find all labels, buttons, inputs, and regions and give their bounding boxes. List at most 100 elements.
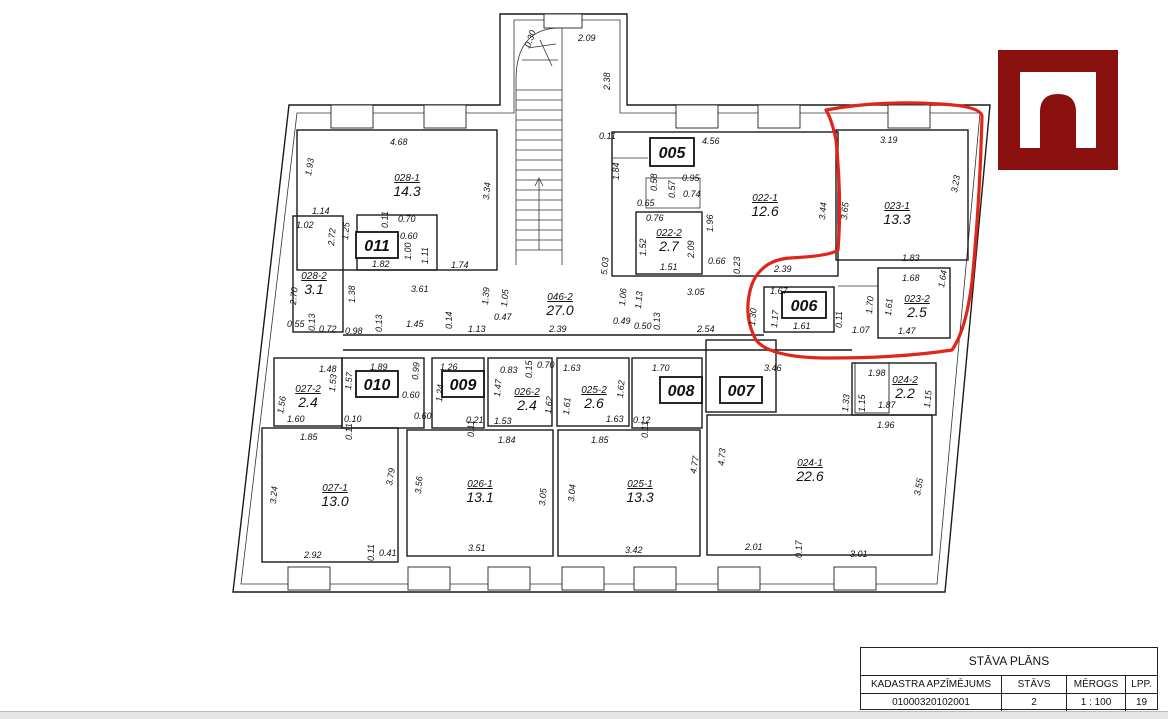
dimension: 3.01 (850, 549, 868, 559)
title-block-headers: KADASTRA APZĪMĒJUMS STĀVS MĒROGS LPP. (861, 676, 1157, 694)
dimension: 3.19 (880, 135, 898, 145)
dimension: 1.98 (868, 368, 886, 378)
dimension: 0.14 (444, 311, 454, 329)
page-value: 19 (1135, 697, 1148, 708)
dimension: 0.11 (380, 211, 390, 228)
dimension: 1.87 (878, 400, 897, 410)
dimension: 0.65 (637, 198, 656, 208)
room-area: 2.5 (906, 304, 927, 320)
dimension: 1.85 (591, 435, 610, 445)
dimension: 1.63 (563, 363, 581, 373)
dimension: 3.24 (268, 486, 279, 504)
dimension: 1.00 (403, 242, 413, 260)
dimension: 0.17 (794, 539, 804, 558)
room-area: 2.4 (297, 394, 318, 410)
logo (998, 50, 1118, 170)
room-area: 2.7 (658, 238, 680, 254)
dimension: 1.47 (898, 326, 917, 336)
room-area: 2.6 (583, 395, 604, 411)
svg-text:009: 009 (450, 377, 477, 394)
room-area: 13.3 (626, 489, 653, 505)
dimension: 2.38 (602, 72, 612, 91)
dimension: 0.11 (599, 131, 616, 141)
dimension: 1.39 (480, 287, 491, 305)
dimension: 0.60 (414, 411, 432, 421)
room-labels: 028-114.3 028-23.1 046-227.0 022-112.6 0… (295, 173, 930, 509)
svg-text:008: 008 (668, 383, 695, 400)
dimension: 1.62 (615, 380, 626, 398)
dimension: 0.13 (652, 312, 662, 330)
dimension: 1.62 (543, 396, 554, 414)
dimension: 3.61 (411, 284, 429, 294)
dimension: 0.95 (682, 173, 701, 183)
dimension: 1.84 (498, 435, 516, 445)
dimension: 2.09 (577, 33, 596, 43)
svg-text:010: 010 (364, 377, 391, 394)
building-inner-outline (240, 19, 981, 585)
scale-value: 1 : 100 (1067, 694, 1126, 711)
dimension: 3.55 (912, 476, 925, 496)
dimension: 0.11 (344, 423, 354, 440)
dimension: 1.05 (499, 288, 511, 307)
dimension: 1.53 (494, 416, 512, 426)
dimension: 0.13 (307, 313, 317, 331)
dimension: 1.30 (747, 308, 758, 326)
room-area: 13.3 (883, 211, 910, 227)
tag-006: 006 (781, 291, 827, 319)
room-area: 22.6 (795, 468, 823, 484)
dimension: 0.30 (522, 29, 537, 49)
dimension: 3.46 (764, 363, 782, 373)
dimension: 1.96 (877, 420, 895, 430)
dimension: 1.17 (769, 309, 781, 328)
dimension: 2.39 (773, 264, 792, 274)
room-walls (261, 129, 969, 563)
dimension: 1.51 (660, 262, 678, 272)
tag-008: 008 (659, 376, 703, 404)
title-block-title: STĀVA PLĀNS (861, 648, 1157, 676)
dimension: 1.07 (852, 325, 871, 335)
dimension: 0.70 (398, 214, 416, 224)
dimension: 1.84 (611, 162, 621, 180)
dimension: 1.70 (652, 363, 670, 373)
dimension: 1.33 (840, 394, 851, 412)
dimension: 0.76 (646, 213, 664, 223)
building-outline (232, 13, 991, 593)
dimension: 3.65 (839, 201, 851, 220)
svg-text:011: 011 (364, 238, 390, 255)
dimension: 0.66 (708, 256, 726, 266)
dimension: 3.51 (468, 543, 486, 553)
room-area: 27.0 (545, 302, 573, 318)
room-area: 13.0 (321, 493, 348, 509)
room-id: 024-1 (797, 458, 823, 469)
dimension: 3.34 (481, 182, 492, 200)
page-header: LPP. (1131, 679, 1152, 690)
dimension: 1.93 (303, 157, 316, 176)
room-id: 028-1 (394, 173, 420, 184)
room-area: 3.1 (304, 281, 323, 297)
room-id: 028-2 (301, 271, 327, 282)
dimension: 4.56 (702, 136, 720, 146)
dimension: 0.70 (537, 360, 555, 370)
dimension: 1.96 (705, 214, 715, 232)
dimension: 0.12 (633, 415, 651, 425)
dimension: 1.38 (347, 285, 357, 303)
dimension: 1.70 (864, 296, 875, 314)
dimension: 0.57 (667, 179, 677, 198)
tag-011: 011 (355, 231, 399, 259)
room-area: 2.2 (894, 385, 915, 401)
dimension: 1.63 (606, 414, 624, 424)
tag-005: 005 (649, 137, 695, 167)
dimension: 1.64 (936, 269, 949, 288)
dimension: 1.26 (440, 362, 458, 372)
dimension: 0.11 (466, 420, 476, 437)
dimension: 1.74 (451, 260, 469, 270)
dimension: 1.68 (902, 273, 920, 283)
room-id: 022-2 (656, 228, 682, 239)
room-area: 13.1 (466, 489, 493, 505)
bottom-scrollbar[interactable] (0, 711, 1168, 719)
dimension: 1.60 (287, 414, 305, 424)
dimension: 0.41 (379, 548, 397, 558)
dimension: 1.13 (633, 291, 644, 309)
dimension: 3.05 (687, 287, 706, 297)
dimension: 1.61 (793, 321, 811, 331)
